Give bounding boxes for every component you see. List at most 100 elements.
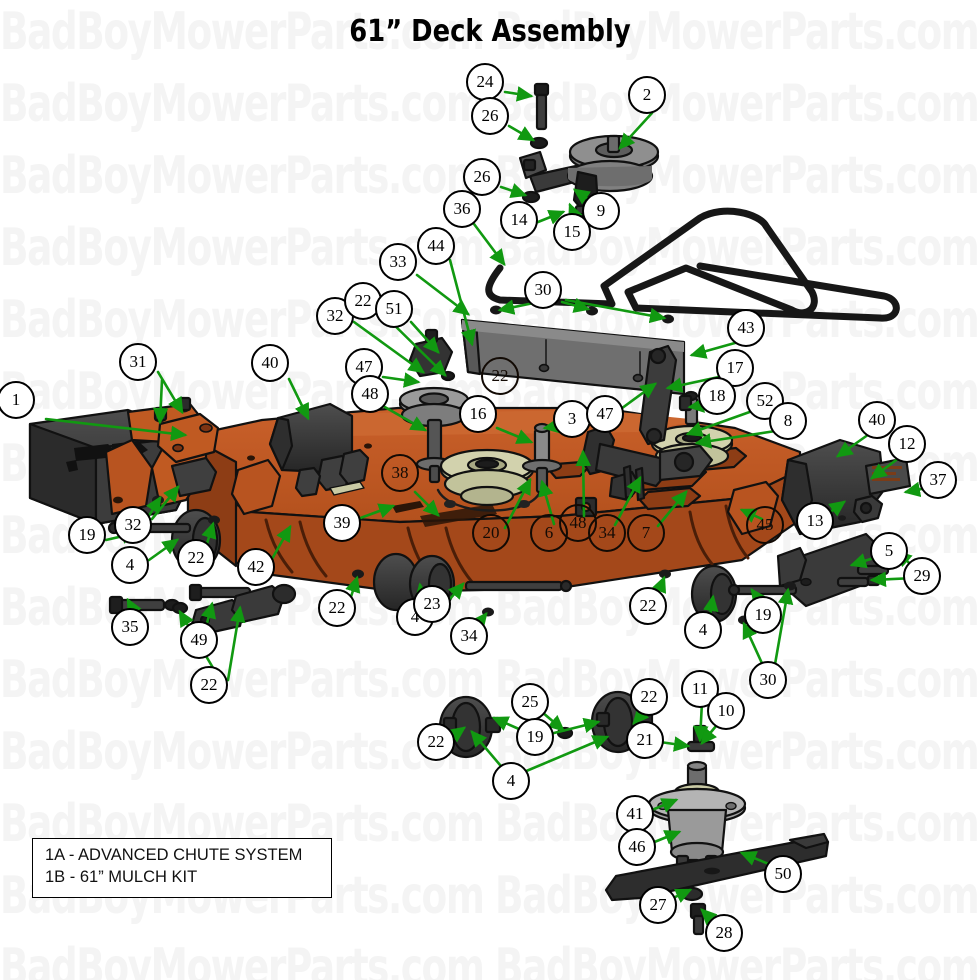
callout-bubble-22[interactable]: 22 [629, 587, 667, 625]
callout-bubble-31[interactable]: 31 [119, 343, 157, 381]
callout-bubble-22[interactable]: 22 [190, 666, 228, 704]
callout-bubble-41[interactable]: 41 [616, 795, 654, 833]
callout-bubble-34[interactable]: 34 [450, 617, 488, 655]
callout-bubble-27[interactable]: 27 [639, 886, 677, 924]
callout-bubble-23[interactable]: 23 [413, 585, 451, 623]
callout-bubble-4[interactable]: 4 [111, 546, 149, 584]
callout-bubble-45[interactable]: 45 [746, 506, 784, 544]
leader-line-48 [381, 404, 428, 432]
leader-line-44 [448, 258, 476, 347]
leader-line-8 [694, 428, 784, 449]
callout-bubble-50[interactable]: 50 [764, 855, 802, 893]
callout-bubble-51[interactable]: 51 [375, 290, 413, 328]
callout-bubble-7[interactable]: 7 [627, 514, 665, 552]
callout-bubble-22[interactable]: 22 [177, 539, 215, 577]
callout-bubble-46[interactable]: 46 [618, 828, 656, 866]
callout-bubble-37[interactable]: 37 [919, 461, 957, 499]
callout-bubble-30[interactable]: 30 [524, 271, 562, 309]
callout-number: 2 [642, 85, 652, 104]
leader-line-19 [548, 717, 601, 736]
callout-bubble-44[interactable]: 44 [417, 227, 455, 265]
callout-bubble-19[interactable]: 19 [68, 516, 106, 554]
callout-bubble-14[interactable]: 14 [500, 201, 538, 239]
callout-bubble-34[interactable]: 34 [588, 514, 626, 552]
callout-bubble-10[interactable]: 10 [707, 692, 745, 730]
callout-bubble-4[interactable]: 4 [684, 611, 722, 649]
callout-number: 38 [391, 463, 409, 482]
leader-line-4 [522, 735, 610, 774]
callout-bubble-8[interactable]: 8 [769, 402, 807, 440]
callout-number: 22 [427, 732, 445, 751]
callout-bubble-16[interactable]: 16 [459, 395, 497, 433]
callout-number: 25 [521, 692, 539, 711]
callout-bubble-1[interactable]: 1 [0, 381, 35, 419]
callout-bubble-18[interactable]: 18 [698, 377, 736, 415]
callout-bubble-47[interactable]: 47 [586, 395, 624, 433]
callout-number: 29 [913, 566, 931, 585]
callout-number: 35 [121, 617, 139, 636]
callout-bubble-11[interactable]: 11 [681, 670, 719, 708]
page-title: 61” Deck Assembly [349, 14, 631, 49]
callout-bubble-22[interactable]: 22 [417, 723, 455, 761]
callout-bubble-42[interactable]: 42 [237, 548, 275, 586]
callout-number: 43 [737, 318, 755, 337]
callout-bubble-43[interactable]: 43 [727, 309, 765, 347]
callout-bubble-22[interactable]: 22 [481, 357, 519, 395]
legend-line-1a: 1A - ADVANCED CHUTE SYSTEM [45, 846, 303, 864]
callout-bubble-2[interactable]: 2 [628, 76, 666, 114]
callout-bubble-40[interactable]: 40 [858, 401, 896, 439]
callout-bubble-22[interactable]: 22 [630, 678, 668, 716]
callout-number: 21 [636, 730, 654, 749]
callout-bubble-30[interactable]: 30 [749, 661, 787, 699]
callout-bubble-19[interactable]: 19 [516, 718, 554, 756]
callout-bubble-3[interactable]: 3 [553, 400, 591, 438]
callout-number: 51 [385, 299, 403, 318]
callout-number: 31 [129, 352, 147, 371]
callout-number: 32 [326, 306, 344, 325]
callout-bubble-24[interactable]: 24 [466, 63, 504, 101]
callout-number: 40 [261, 353, 279, 372]
callout-number: 36 [453, 199, 471, 218]
leader-line-24 [503, 86, 534, 102]
leader-line-4 [147, 538, 180, 562]
callout-bubble-26[interactable]: 26 [463, 158, 501, 196]
callout-bubble-36[interactable]: 36 [443, 190, 481, 228]
callout-number: 18 [708, 386, 726, 405]
callout-bubble-20[interactable]: 20 [472, 514, 510, 552]
leader-line-31 [152, 378, 169, 425]
leader-line-52 [685, 407, 760, 437]
callout-bubble-29[interactable]: 29 [903, 557, 941, 595]
callout-bubble-40[interactable]: 40 [251, 344, 289, 382]
callout-bubble-33[interactable]: 33 [379, 243, 417, 281]
callout-number: 7 [641, 523, 651, 542]
leader-line-30 [564, 298, 667, 324]
callout-number: 42 [247, 557, 265, 576]
center-pulley [436, 448, 542, 512]
callout-bubble-22[interactable]: 22 [318, 589, 356, 627]
leader-line-32 [352, 320, 426, 374]
callout-bubble-25[interactable]: 25 [511, 683, 549, 721]
callout-number: 4 [410, 607, 420, 626]
callout-bubble-19[interactable]: 19 [744, 596, 782, 634]
callout-bubble-49[interactable]: 49 [180, 621, 218, 659]
mower-blade [604, 832, 830, 902]
callout-bubble-12[interactable]: 12 [888, 425, 926, 463]
leader-line-23 [447, 582, 465, 602]
callout-bubble-21[interactable]: 21 [626, 721, 664, 759]
callout-number: 22 [640, 687, 658, 706]
callout-bubble-28[interactable]: 28 [705, 914, 743, 952]
callout-bubble-48[interactable]: 48 [351, 375, 389, 413]
callout-bubble-26[interactable]: 26 [471, 97, 509, 135]
callout-bubble-39[interactable]: 39 [323, 504, 361, 542]
callout-bubble-32[interactable]: 32 [114, 506, 152, 544]
callout-bubble-4[interactable]: 4 [492, 762, 530, 800]
callout-bubble-35[interactable]: 35 [111, 608, 149, 646]
callout-bubble-9[interactable]: 9 [582, 192, 620, 230]
callout-number: 41 [626, 804, 644, 823]
callout-bubble-38[interactable]: 38 [381, 454, 419, 492]
callout-bubble-5[interactable]: 5 [870, 532, 908, 570]
callout-bubble-13[interactable]: 13 [796, 502, 834, 540]
leader-line-34 [613, 475, 642, 527]
leader-line-26 [499, 183, 528, 198]
